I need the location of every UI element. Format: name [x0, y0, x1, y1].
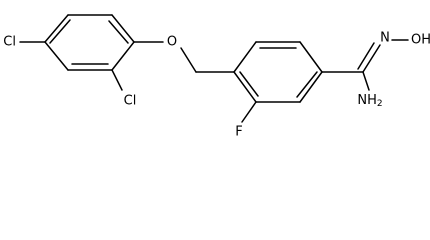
bond — [233, 41, 257, 73]
bond — [44, 14, 69, 43]
hydroxyl-label: OH — [411, 33, 430, 48]
amine-nh-text: NH — [357, 93, 377, 108]
bond — [239, 71, 259, 97]
bond — [111, 41, 135, 71]
bond — [233, 71, 257, 103]
bond — [44, 41, 69, 71]
bonds — [19, 14, 409, 123]
amine-label: NH2 — [357, 93, 382, 110]
ether-oxygen-label: O — [167, 35, 177, 50]
chlorine-label-bottom: Cl — [124, 94, 137, 109]
bond — [357, 42, 375, 70]
bond — [299, 41, 323, 73]
bond — [111, 14, 135, 43]
chemical-structure-diagram: Cl Cl O F N OH NH2 — [3, 14, 430, 140]
bond — [49, 19, 71, 44]
fluorine-label: F — [235, 125, 242, 140]
bond — [362, 71, 370, 91]
bond — [111, 69, 123, 91]
bond — [241, 101, 257, 123]
atom-labels: Cl Cl O F N OH NH2 — [3, 31, 430, 140]
bond — [362, 44, 381, 73]
bond — [296, 71, 318, 98]
bond — [180, 47, 197, 73]
chlorine-label-left: Cl — [3, 35, 16, 50]
oxime-nitrogen-label: N — [380, 31, 390, 46]
bond — [108, 20, 129, 44]
bond — [299, 71, 323, 103]
amine-subscript: 2 — [377, 99, 383, 109]
